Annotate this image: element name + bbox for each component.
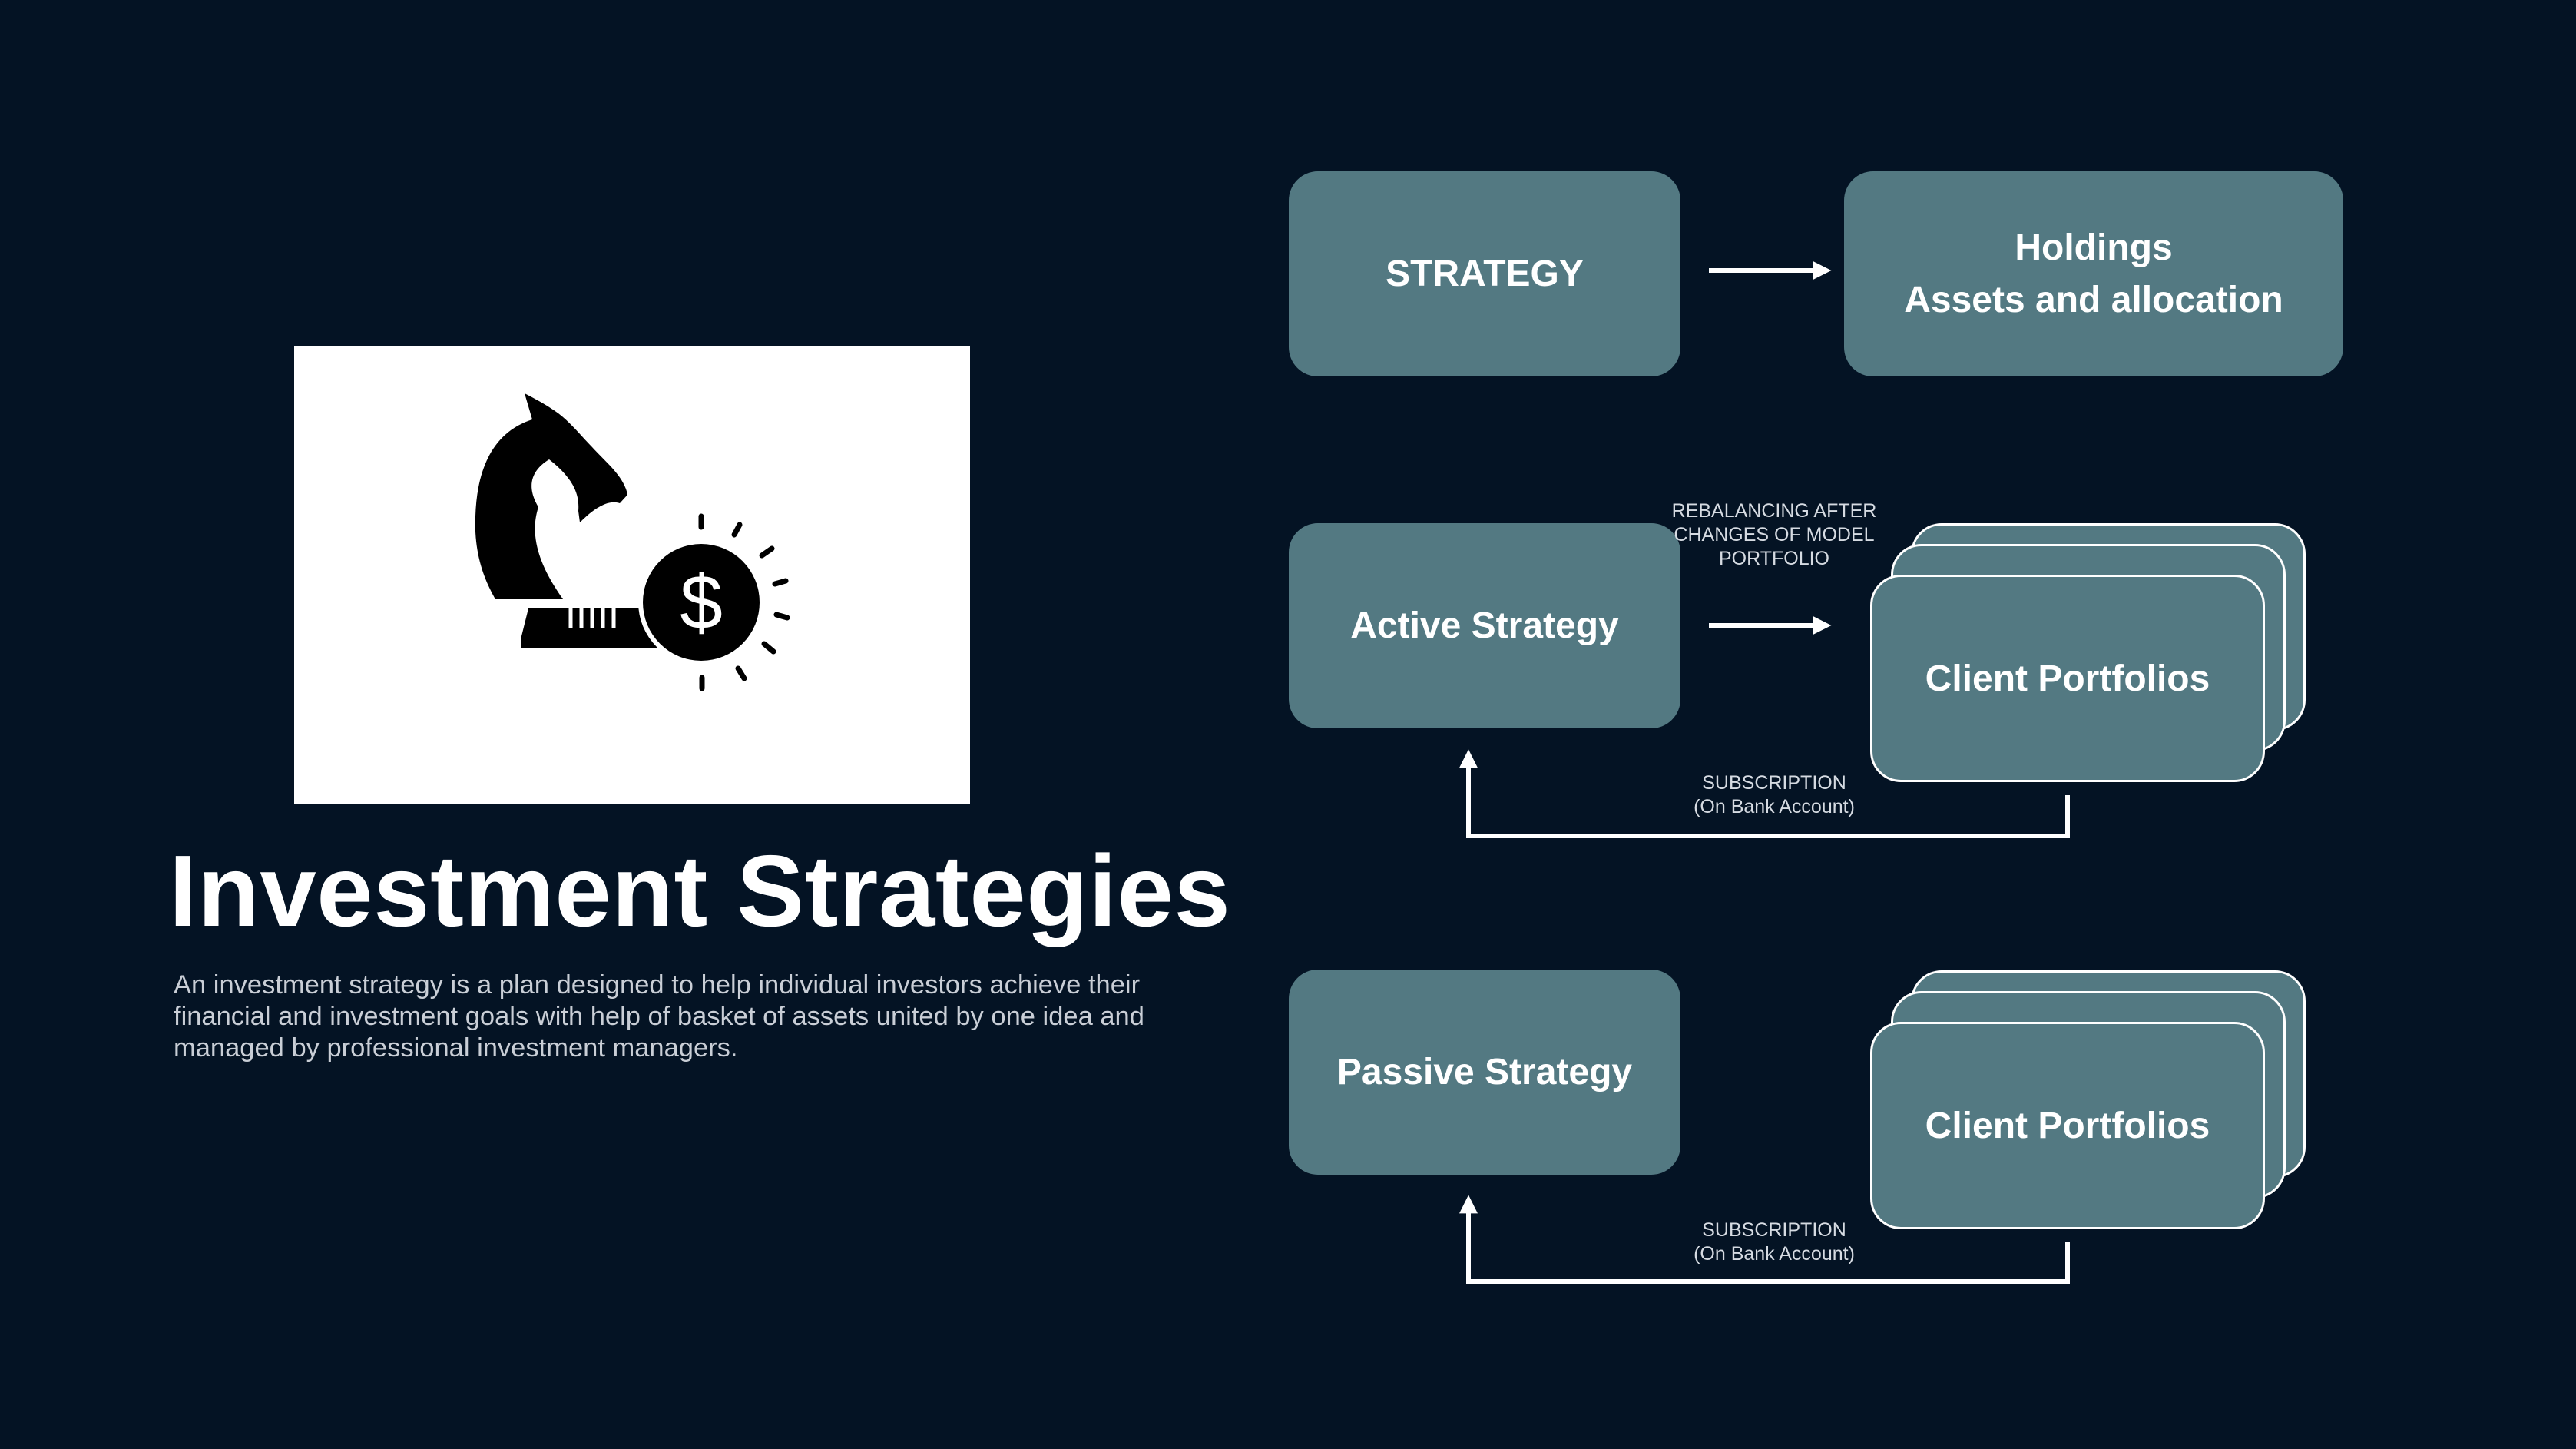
strategy-box-label: STRATEGY bbox=[1386, 254, 1584, 294]
passive-subscription-line2: (On Bank Account) bbox=[1694, 1243, 1855, 1265]
active-client-portfolios-label: Client Portfolios bbox=[1925, 658, 2210, 699]
active-strategy-box: Active Strategy bbox=[1289, 523, 1680, 728]
passive-strategy-box: Passive Strategy bbox=[1289, 970, 1680, 1175]
description-text: An investment strategy is a plan designe… bbox=[174, 970, 1144, 1063]
svg-text:$: $ bbox=[680, 559, 723, 645]
active-subscription-line2: (On Bank Account) bbox=[1694, 796, 1855, 817]
passive-subscription-line1: SUBSCRIPTION bbox=[1702, 1219, 1846, 1241]
active-subscription-label: SUBSCRIPTION (On Bank Account) bbox=[1651, 771, 1897, 819]
active-subscription-line1: SUBSCRIPTION bbox=[1702, 772, 1846, 794]
active-strategy-label: Active Strategy bbox=[1350, 605, 1619, 646]
icon-card: $ bbox=[294, 346, 970, 804]
rebalancing-label-line2: CHANGES OF MODEL bbox=[1674, 524, 1875, 545]
passive-client-portfolios-label: Client Portfolios bbox=[1925, 1105, 2210, 1146]
strategy-box: STRATEGY bbox=[1289, 171, 1680, 376]
chess-knight-dollar-icon: $ bbox=[475, 393, 790, 691]
active-client-portfolios-box: Client Portfolios bbox=[1870, 575, 2265, 782]
passive-subscription-label: SUBSCRIPTION (On Bank Account) bbox=[1651, 1219, 1897, 1266]
subscription-arrow-passive bbox=[1459, 1195, 2070, 1284]
rebalancing-label-line1: REBALANCING AFTER bbox=[1671, 500, 1877, 522]
subscription-arrow-active bbox=[1459, 749, 2070, 838]
passive-client-portfolios-box: Client Portfolios bbox=[1870, 1022, 2265, 1229]
holdings-box-subtitle: Assets and allocation bbox=[1904, 279, 2283, 320]
rebalancing-label-line3: PORTFOLIO bbox=[1718, 548, 1829, 569]
holdings-box: Holdings Assets and allocation bbox=[1844, 171, 2343, 376]
rebalancing-label: REBALANCING AFTER CHANGES OF MODEL PORTF… bbox=[1651, 499, 1897, 571]
holdings-box-title: Holdings bbox=[2015, 227, 2173, 268]
page-title: Investment Strategies bbox=[169, 834, 1231, 947]
passive-strategy-label: Passive Strategy bbox=[1336, 1052, 1633, 1093]
